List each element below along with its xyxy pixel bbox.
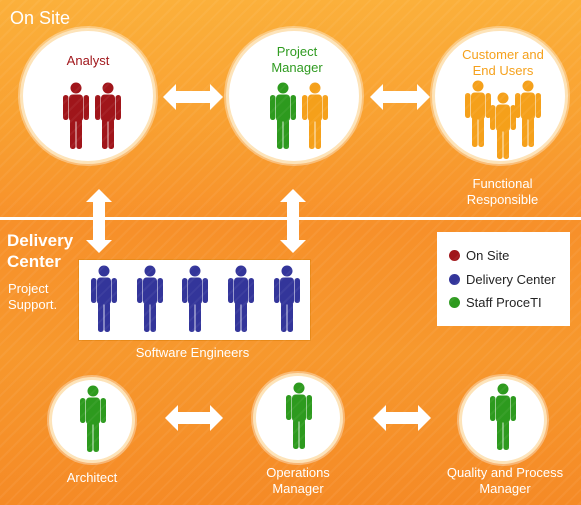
project-manager-circle: Project Manager [226, 28, 362, 164]
software-engineer-icon [91, 265, 117, 332]
legend-item-on-site: On Site [449, 246, 509, 264]
software-engineer-icon [274, 265, 300, 332]
legend: On Site Delivery Center Staff ProceTI [437, 232, 570, 326]
delivery-center-title: Delivery Center [7, 231, 74, 271]
project-manager-person-icon [270, 82, 296, 149]
pm-se-arrow [280, 189, 306, 253]
legend-item-delivery-center: Delivery Center [449, 270, 556, 288]
project-support-label: Project Support. [8, 281, 58, 312]
software-engineer-icon [137, 265, 163, 332]
functional-responsible-label: Functional Responsible [466, 176, 539, 207]
operations-person-icon [286, 382, 312, 449]
analyst-se-arrow [86, 189, 112, 253]
on-site-title: On Site [10, 8, 71, 28]
analyst-pm-arrow [163, 84, 223, 110]
software-engineer-icon [182, 265, 208, 332]
software-engineer-icon [228, 265, 254, 332]
analyst-person-icon [63, 82, 89, 149]
architect-person-icon [80, 385, 106, 452]
legend-dot-on-site [449, 249, 460, 261]
analyst-label: Analyst [66, 53, 110, 68]
customer-person-icon [515, 80, 541, 147]
legend-label-staff: Staff ProceTI [466, 294, 542, 310]
operations-quality-arrow [373, 405, 431, 431]
architect-operations-arrow [165, 405, 223, 431]
architect-label: Architect [66, 470, 118, 485]
pm-customer-arrow [370, 84, 430, 110]
legend-item-staff: Staff ProceTI [449, 293, 542, 311]
legend-label-delivery-center: Delivery Center [466, 271, 556, 287]
analyst-person-icon [95, 82, 121, 149]
software-engineers-label: Software Engineers [135, 345, 250, 360]
legend-dot-delivery-center [449, 273, 460, 285]
quality-person-icon [490, 383, 516, 450]
legend-dot-staff [449, 296, 460, 308]
project-manager-client-person-icon [302, 82, 328, 149]
operations-label: Operations Manager [266, 465, 330, 496]
quality-label: Quality and Process Manager [446, 465, 564, 496]
project-manager-label: Project Manager [271, 44, 323, 75]
legend-label-on-site: On Site [466, 247, 510, 263]
customer-label: Customer and End Users [462, 47, 544, 78]
end-user-person-icon [490, 92, 516, 159]
customer-person-icon [465, 80, 491, 147]
